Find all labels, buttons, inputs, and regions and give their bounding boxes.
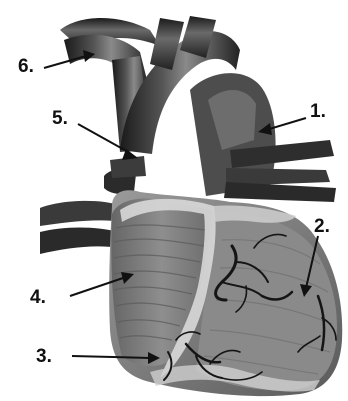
- left-vessel-lower: [40, 228, 118, 255]
- fat-band-top: [214, 205, 296, 222]
- label-5: 5.: [52, 108, 68, 129]
- label-4: 4.: [30, 287, 46, 308]
- pulmonary-vein-3: [224, 182, 336, 202]
- label-2: 2.: [314, 216, 330, 237]
- label-1: 1.: [310, 101, 326, 122]
- label-3: 3.: [36, 346, 52, 367]
- label-6: 6.: [18, 56, 34, 77]
- heart-body: [109, 190, 342, 396]
- left-vessel-upper: [40, 201, 122, 226]
- vena-cava-stub-2: [110, 156, 146, 178]
